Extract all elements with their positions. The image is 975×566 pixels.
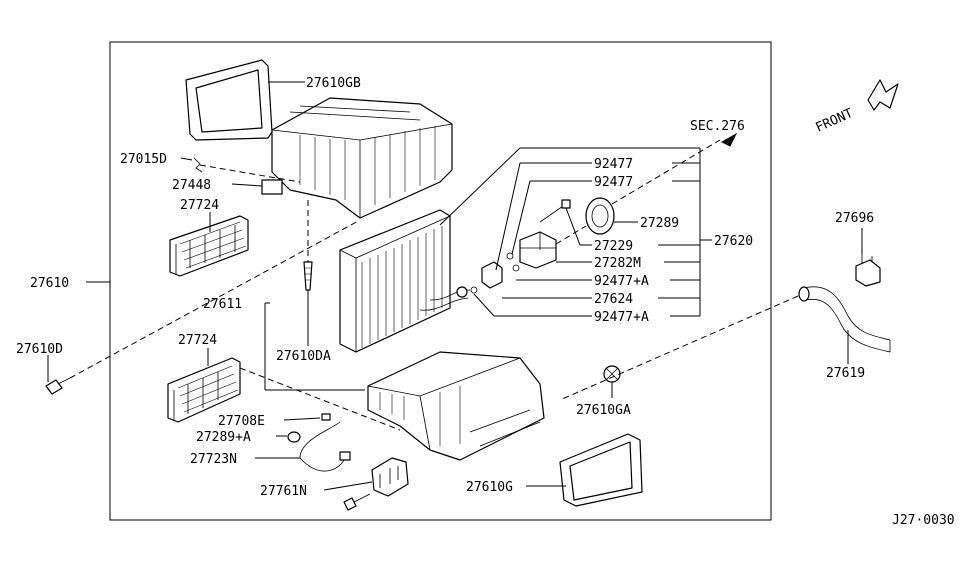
filter-top-part[interactable]	[169, 215, 249, 277]
valve-cap-part[interactable]	[585, 197, 615, 235]
label-92477A-1: 92477+A	[594, 274, 649, 289]
clip-part[interactable]	[193, 157, 203, 173]
label-27610GB: 27610GB	[306, 76, 361, 91]
upper-seal-frame-part[interactable]	[185, 59, 273, 141]
label-27724-top: 27724	[180, 198, 219, 213]
screw-left-part[interactable]	[45, 377, 71, 395]
label-27229: 27229	[594, 239, 633, 254]
label-27610: 27610	[30, 276, 69, 291]
label-27624: 27624	[594, 292, 633, 307]
front-direction-indicator: FRONT	[814, 79, 899, 136]
section-ref-label: SEC.276	[690, 119, 745, 134]
label-27696: 27696	[835, 211, 874, 226]
pad-part[interactable]	[261, 179, 283, 195]
label-27610DA: 27610DA	[276, 349, 331, 364]
label-92477A-2: 92477+A	[594, 310, 649, 325]
upper-case-part[interactable]	[271, 97, 453, 219]
drain-clip-part[interactable]	[855, 254, 881, 287]
valve-block-part[interactable]	[481, 261, 503, 289]
label-27610D: 27610D	[16, 342, 63, 357]
screw-resistor-part[interactable]	[343, 493, 371, 511]
front-label: FRONT	[814, 106, 856, 136]
label-92477-1: 92477	[594, 157, 633, 172]
o-ring-3[interactable]	[470, 286, 478, 294]
label-27708E: 27708E	[218, 414, 265, 429]
clip-27708E-part[interactable]	[321, 413, 331, 421]
label-27761N: 27761N	[260, 484, 307, 499]
o-ring-1[interactable]	[506, 252, 514, 260]
label-27619: 27619	[826, 366, 865, 381]
lower-seal-frame-part[interactable]	[559, 433, 643, 507]
filter-bottom-part[interactable]	[167, 357, 241, 423]
expansion-valve-part[interactable]	[519, 231, 557, 269]
label-27289: 27289	[640, 216, 679, 231]
label-92477-2: 92477	[594, 175, 633, 190]
grommet-part[interactable]	[287, 431, 301, 443]
label-27282M: 27282M	[594, 256, 641, 271]
label-27724-bottom: 27724	[178, 333, 217, 348]
sensor-wire-part[interactable]	[299, 421, 351, 472]
label-27610G: 27610G	[466, 480, 513, 495]
label-27289A: 27289+A	[196, 430, 251, 445]
resistor-part[interactable]	[371, 457, 409, 497]
label-27620: 27620	[714, 234, 753, 249]
label-27015D: 27015D	[120, 152, 167, 167]
label-27723N: 27723N	[190, 452, 237, 467]
valve-bolt-part[interactable]	[539, 199, 571, 223]
label-27610GA: 27610GA	[576, 403, 631, 418]
label-27448: 27448	[172, 178, 211, 193]
evaporator-core-part[interactable]	[339, 209, 471, 353]
section-ref-arrow-icon	[720, 132, 738, 147]
drain-hose-part[interactable]	[798, 286, 891, 353]
o-ring-2[interactable]	[512, 264, 520, 272]
diagram-code-label: J27·0030	[892, 513, 955, 528]
grommet-27610GA-part[interactable]	[603, 365, 621, 383]
label-27611: 27611	[203, 297, 242, 312]
screw-center-part[interactable]	[303, 261, 313, 291]
assembly-frame	[109, 41, 772, 521]
lower-case-part[interactable]	[367, 351, 545, 461]
front-arrow-icon	[867, 79, 899, 111]
